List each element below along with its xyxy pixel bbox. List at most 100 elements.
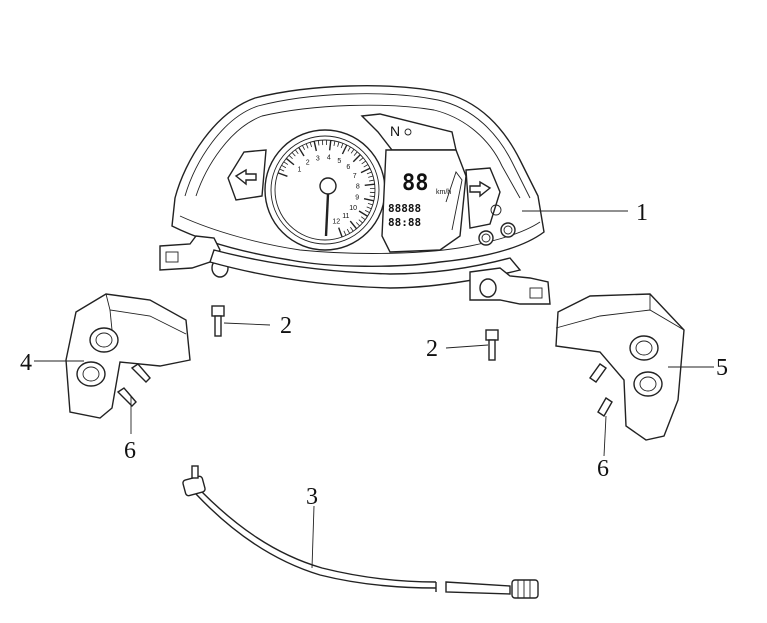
tach-number: 9 (355, 195, 359, 202)
tach-tick (358, 210, 368, 217)
tach-tick (347, 146, 351, 152)
tach-number: 5 (337, 158, 341, 165)
speed-digits: 88 (402, 171, 429, 196)
right-switch-cover (555, 293, 685, 441)
tach-tick (283, 161, 289, 165)
cable-upper-nut (182, 475, 206, 497)
left-mount-ear (159, 235, 221, 271)
indicator-lamp (404, 128, 412, 136)
tach-tick (349, 220, 358, 230)
leader-lines (34, 210, 714, 569)
tach-tick (281, 164, 287, 169)
tach-tick (294, 149, 299, 155)
tach-needle (324, 193, 330, 237)
tach-tick (346, 228, 351, 234)
tach-tick (359, 157, 364, 162)
tach-number: 1 (297, 167, 301, 174)
tach-number: 8 (356, 184, 360, 191)
lcd-display: N 88 km/h 88888 88:88 (360, 113, 467, 253)
bolt-left (211, 305, 225, 337)
gear-indicator: N (390, 123, 400, 139)
callout-6-left: 6 (124, 438, 136, 464)
tach-tick (364, 209, 370, 213)
tach-tick (355, 222, 360, 227)
tach-tick (305, 143, 309, 149)
tach-tick (341, 144, 348, 155)
odometer-digits: 88888 (388, 202, 421, 215)
tach-tick (368, 175, 374, 178)
left-switch-hole-upper (89, 327, 119, 353)
left-arrow-icon (234, 168, 257, 186)
tach-tick (340, 143, 344, 149)
tach-tick (360, 216, 366, 221)
tach-number: 4 (327, 155, 331, 162)
tach-number: 11 (342, 213, 349, 220)
tach-number: 3 (316, 155, 320, 162)
tach-tick (353, 151, 358, 156)
tach-tick (302, 145, 306, 151)
right-mount-hole (479, 278, 497, 298)
tach-tick (363, 164, 369, 168)
tach-tick (338, 227, 343, 238)
tach-tick (363, 197, 374, 202)
screw-left-lower (116, 387, 137, 407)
tach-tick (361, 160, 366, 165)
leader-3 (311, 505, 315, 569)
left-switch-hole-lower (76, 361, 106, 387)
lcd-panel (381, 149, 467, 253)
tach-tick (291, 152, 296, 157)
tach-tick (350, 226, 354, 232)
leader-2-left (223, 322, 271, 326)
tach-needle-hub (319, 177, 337, 195)
tach-tick (333, 140, 336, 146)
tach-number: 12 (332, 219, 340, 226)
tach-tick (369, 179, 375, 182)
tach-tick (317, 140, 320, 146)
tach-tick (298, 147, 305, 157)
tach-tick (352, 154, 361, 163)
callout-3: 3 (306, 484, 318, 510)
right-cover-body (555, 293, 685, 441)
tach-tick (309, 142, 313, 148)
tach-tick (350, 149, 355, 154)
right-arrow-icon (469, 180, 492, 198)
right-switch-hole-lower (633, 371, 663, 397)
bolt-right (485, 329, 499, 361)
tach-tick (313, 141, 318, 152)
screw-right-lower (597, 397, 613, 417)
tach-number: 10 (349, 205, 357, 212)
callout-5: 5 (716, 355, 728, 381)
screw-right-upper (589, 363, 607, 383)
callout-4: 4 (20, 350, 32, 376)
callout-2-right: 2 (426, 336, 438, 362)
leader-6-right (603, 415, 607, 457)
indicator-ring-right (500, 222, 516, 238)
tach-tick (366, 206, 372, 210)
indicator-ring-left (478, 230, 494, 246)
cable-inner-shaft (445, 581, 511, 595)
tach-tick (367, 202, 373, 206)
callout-1: 1 (636, 200, 648, 226)
tach-tick (277, 172, 288, 177)
callout-6-right: 6 (597, 456, 609, 482)
tach-tick (360, 167, 371, 174)
tach-tick (364, 183, 375, 187)
speedometer-cable (182, 465, 539, 599)
tach-number: 6 (346, 164, 350, 171)
callout-2-left: 2 (280, 313, 292, 339)
cable-lower-nut (511, 579, 539, 599)
tach-tick (343, 230, 347, 236)
tach-tick (337, 141, 340, 147)
speed-unit: km/h (436, 189, 451, 196)
tach-tick (285, 157, 295, 166)
right-switch-hole-upper (629, 335, 659, 361)
screw-left-upper (130, 363, 151, 383)
cable-sheath (195, 493, 437, 589)
tach-number: 2 (306, 159, 310, 166)
tach-tick (369, 195, 375, 198)
tach-tick (288, 155, 293, 160)
tach-tick (328, 140, 332, 151)
tach-tick (366, 171, 372, 175)
